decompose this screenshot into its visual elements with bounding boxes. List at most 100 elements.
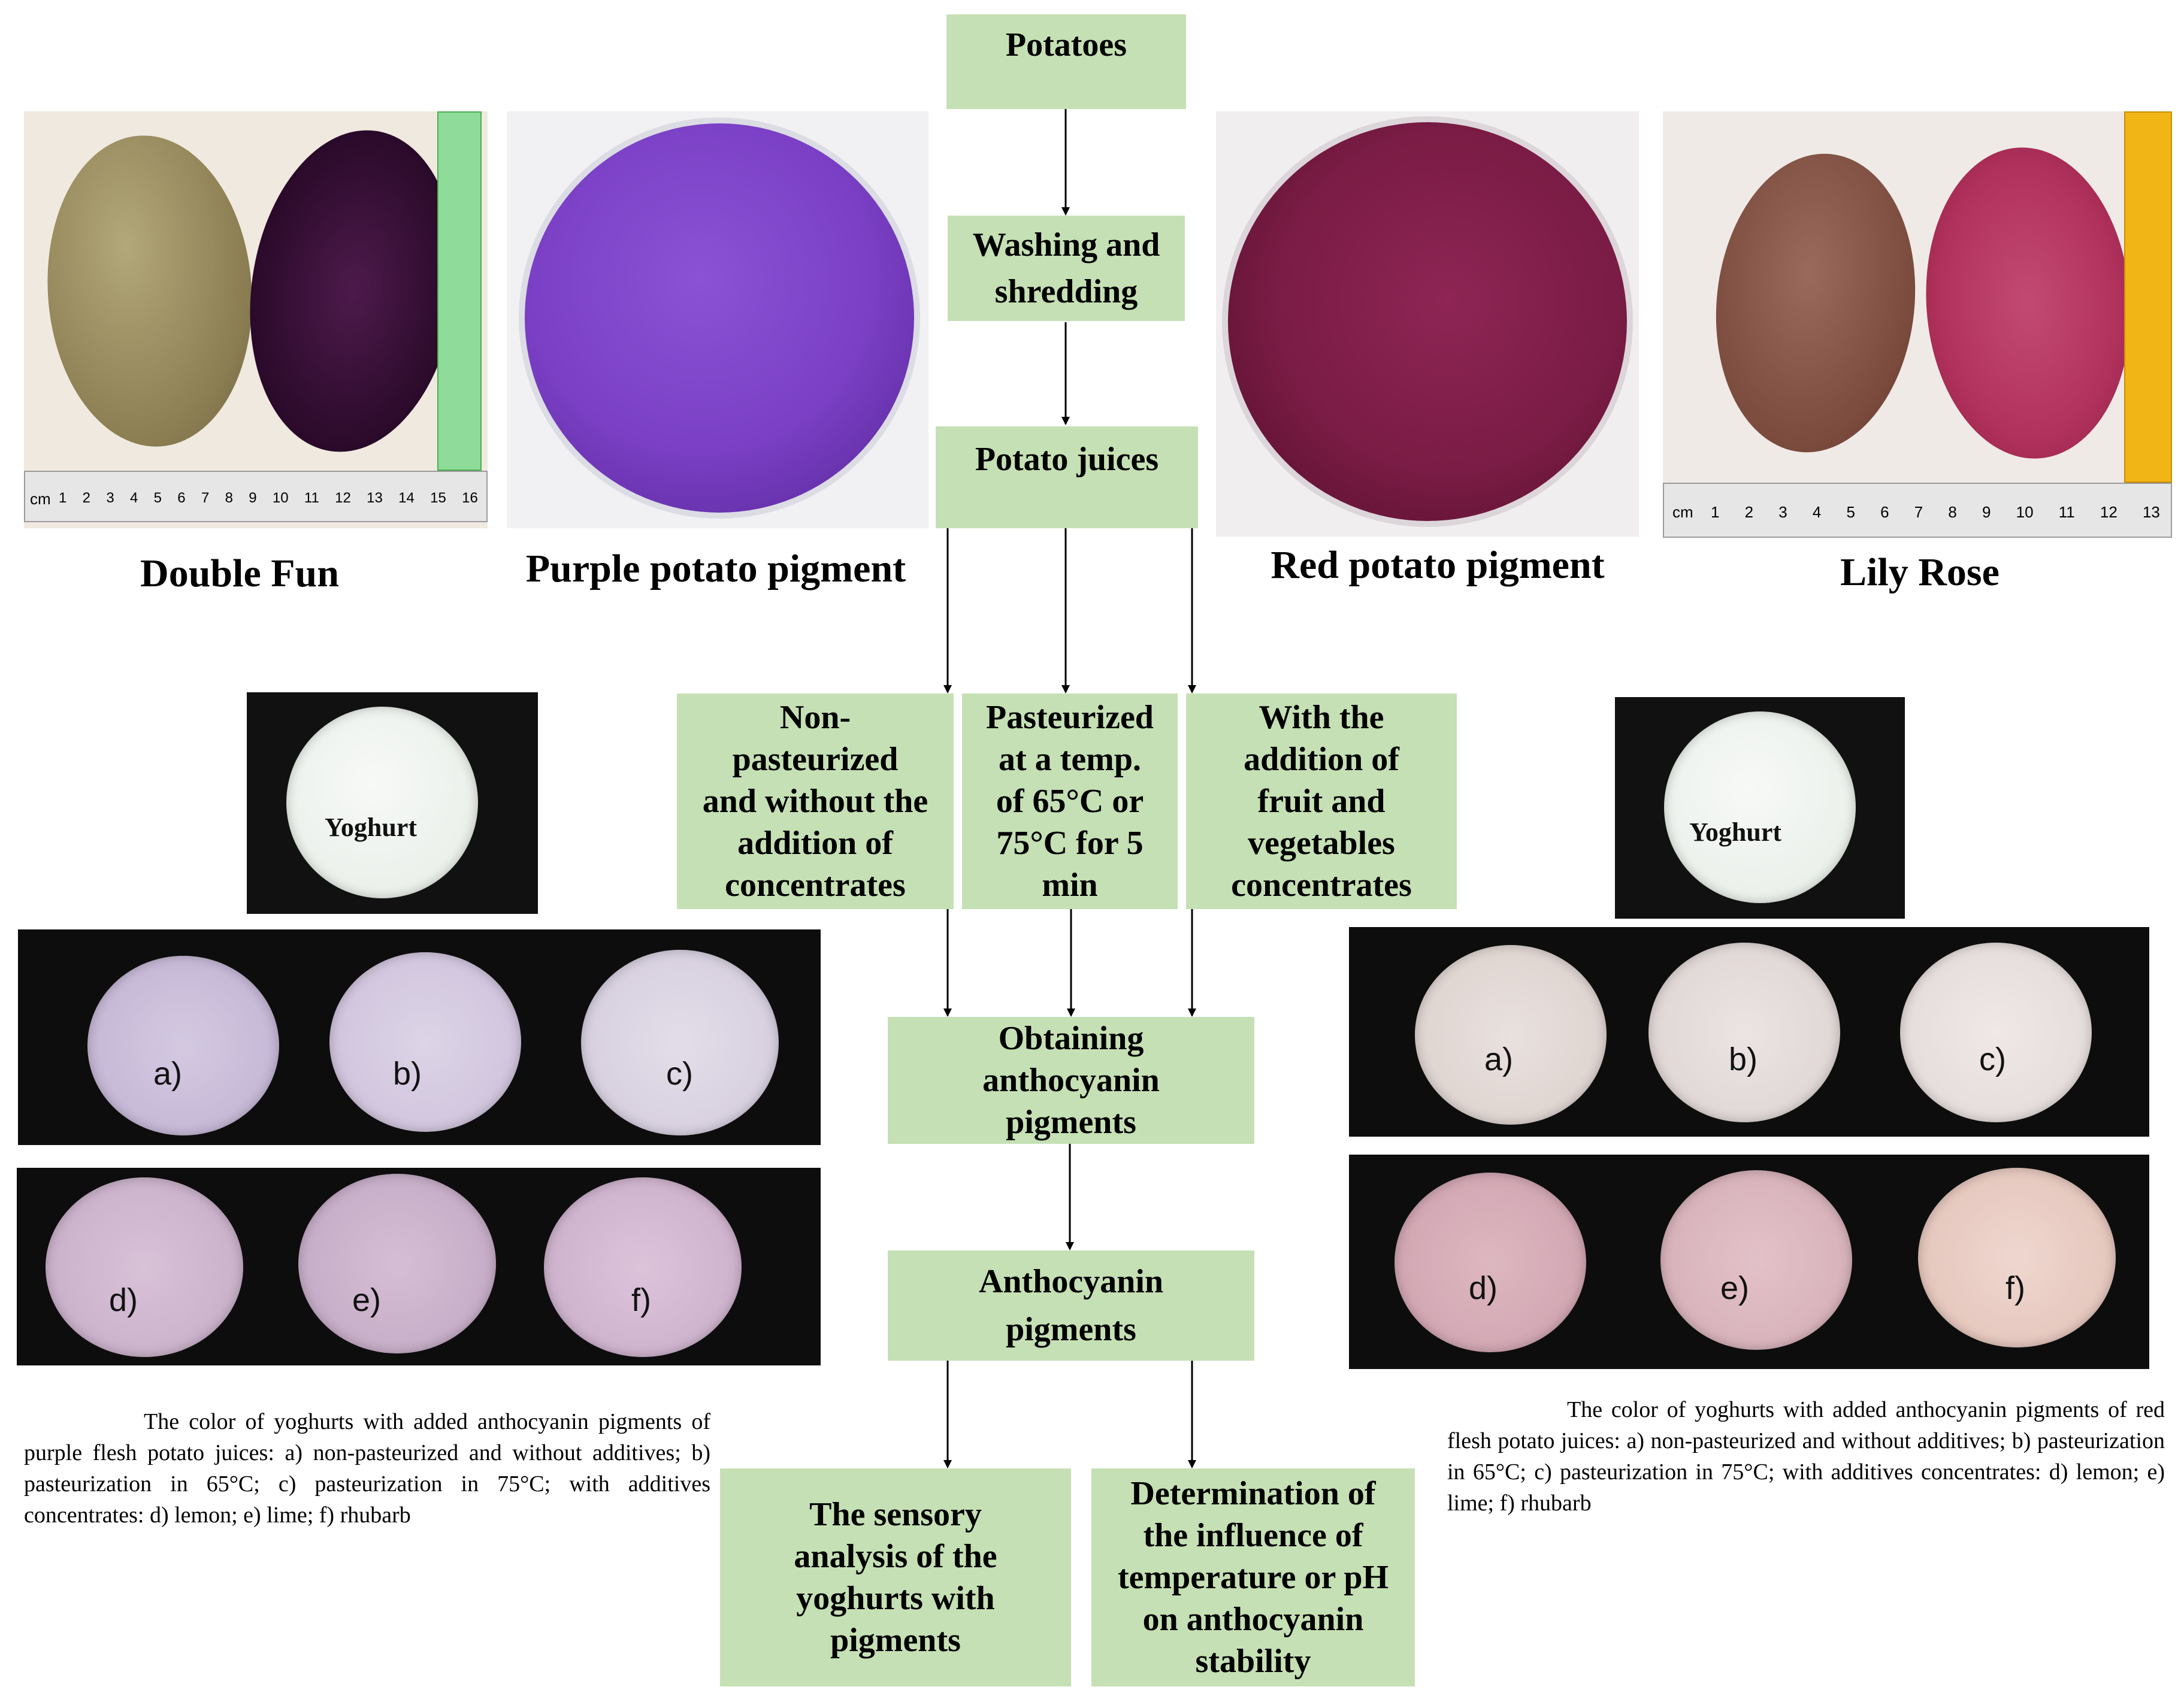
ruler-number: 6 [177,490,186,506]
fruit-line: fruit and [1257,783,1386,820]
past-line: at a temp. [999,741,1141,778]
fruit-line: concentrates [1231,867,1412,904]
lily-rose-vertical-ruler [2124,111,2172,483]
past-line: Pasteurized [986,699,1154,736]
ruler-number: 7 [1914,503,1923,521]
ruler-number: 9 [249,490,257,506]
ruler-number: 11 [304,490,319,506]
ruler-number: 3 [1778,503,1787,521]
left-dish-c [581,950,779,1135]
right-dish-c-label: c) [1979,1041,2006,1077]
nonpast-line: addition of [737,825,893,862]
past-line: of 65°C or [996,783,1144,820]
juices-text: Potato juices [975,441,1159,478]
ruler-number: 9 [1982,503,1991,521]
left-dish-b [329,952,521,1132]
purple-pigment-photo [507,111,928,528]
washing-text-line1: Washing and [972,226,1160,264]
lily-rose-photo: cm 1 2 3 4 5 6 7 8 9 10 11 12 13 [1663,111,2172,538]
left-yoghurt-row-def: d) e) f) [17,1168,821,1365]
ruler-number: 8 [225,490,233,506]
double-fun-caption: Double Fun [140,552,339,595]
determination-line: the influence of [1143,1517,1363,1554]
sensory-line: The sensory [809,1496,982,1533]
double-fun-horizontal-ruler [24,471,488,522]
ruler-number: 7 [201,490,210,506]
left-yoghurt-label: Yoghurt [325,813,418,842]
washing-box: Washing and shredding [948,216,1185,321]
potatoes-box: Potatoes [946,14,1186,109]
past-line: 75°C for 5 [996,825,1144,862]
ruler-number: 13 [2142,503,2160,521]
ruler-number: 6 [1880,503,1889,521]
past-line: min [1042,867,1098,904]
right-yoghurt-row-def: d) e) f) [1349,1155,2149,1369]
right-yoghurt-row-abc: a) b) c) [1349,927,2149,1137]
fruit-line: vegetables [1248,825,1395,862]
left-yoghurt-row-abc: a) b) c) [18,929,821,1145]
left-dish-c-label: c) [666,1056,693,1092]
lily-rose-caption: Lily Rose [1840,550,2000,594]
nonpast-line: Non- [779,699,851,736]
ruler-number: 12 [2100,503,2118,521]
sensory-line: yoghurts with [796,1580,995,1617]
right-dish-d-label: d) [1469,1270,1498,1306]
ruler-number: 2 [82,490,91,506]
left-dish-a-label: a) [153,1056,183,1092]
right-dish-b [1648,943,1840,1122]
double-fun-ruler-numbers: 1 2 3 4 5 6 7 8 9 10 11 12 13 14 15 16 [59,490,478,507]
pasteurized-box: Pasteurized at a temp. of 65°C or 75°C f… [962,693,1178,909]
ruler-number: 1 [59,490,67,506]
left-dish-f [544,1177,742,1357]
ruler-number: 4 [129,490,138,506]
nonpast-line: pasteurized [732,741,899,778]
red-pigment-caption: Red potato pigment [1271,543,1605,587]
obtaining-line: pigments [1006,1104,1136,1141]
red-pigment-dish [1228,122,1627,521]
nonpast-line: concentrates [725,867,906,904]
right-dish-e-label: e) [1720,1270,1750,1306]
right-dish-a-label: a) [1484,1041,1514,1077]
left-yoghurt-photo: Yoghurt [247,692,538,914]
fruit-line: With the [1259,699,1384,736]
potatoes-text: Potatoes [1005,26,1127,63]
right-yoghurt-label: Yoghurt [1689,817,1782,847]
ruler-number: 8 [1948,503,1957,521]
nonpast-line: and without the [702,783,928,820]
right-dish-d [1395,1173,1586,1352]
double-fun-ruler-unit: cm [30,490,51,508]
right-dish-b-label: b) [1729,1041,1758,1077]
red-description-text: The color of yoghurts with added anthocy… [1447,1397,2165,1516]
red-pigment-photo [1216,111,1639,537]
left-dish-d [46,1177,243,1357]
right-dish-e [1660,1170,1852,1350]
ruler-number: 15 [430,490,446,506]
ruler-number: 11 [2058,503,2075,521]
double-fun-vertical-ruler [437,111,482,471]
purple-pigment-dish [525,123,914,513]
ruler-number: 10 [2016,503,2034,521]
right-dish-c [1900,943,2092,1122]
sensory-line: analysis of the [794,1538,997,1575]
left-dish-a [87,956,279,1135]
determination-line: stability [1195,1643,1311,1680]
right-yoghurt-dish [1664,711,1856,903]
purple-pigment-caption: Purple potato pigment [525,547,906,590]
right-dish-f [1918,1168,2116,1347]
ruler-number: 5 [1846,503,1855,521]
sensory-analysis-box: The sensory analysis of the yoghurts wit… [720,1468,1071,1686]
obtaining-box: Obtaining anthocyanin pigments [888,1017,1254,1144]
pigments-line: Anthocyanin [978,1263,1164,1300]
obtaining-line: Obtaining [998,1020,1144,1057]
red-yoghurt-description: The color of yoghurts with added anthocy… [1447,1394,2165,1519]
right-dish-a [1415,945,1607,1125]
double-fun-photo: cm 1 2 3 4 5 6 7 8 9 10 11 12 13 14 15 1… [24,111,488,528]
ruler-number: 16 [462,490,478,506]
purple-yoghurt-description: The color of yoghurts with added anthocy… [24,1406,710,1531]
left-dish-d-label: d) [109,1282,138,1318]
lily-rose-ruler-numbers: 1 2 3 4 5 6 7 8 9 10 11 12 13 [1711,503,2160,522]
washing-text-line2: shredding [994,273,1138,310]
determination-box: Determination of the influence of temper… [1091,1468,1415,1686]
fruit-concentrates-box: With the addition of fruit and vegetable… [1186,693,1457,909]
